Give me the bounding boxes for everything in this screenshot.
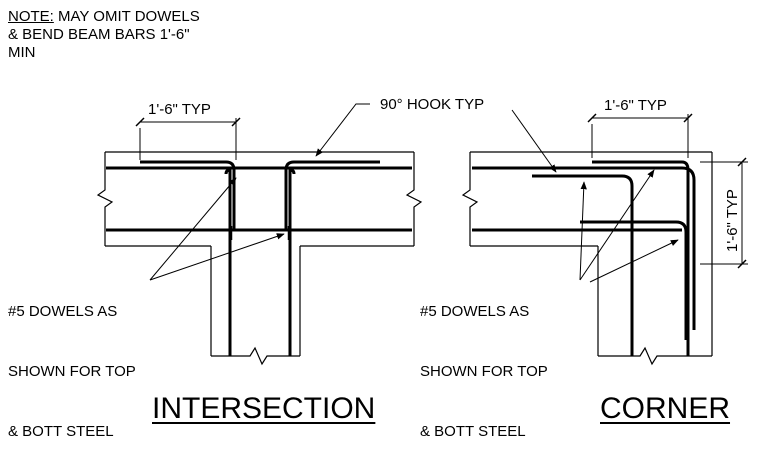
corner-beam-bars [472,166,696,330]
note-text-1: MAY OMIT DOWELS [58,8,200,25]
hook-label-text: 90° HOOK TYP [380,96,484,113]
intersection-callout-line-3: & BOTT STEEL [8,423,114,440]
corner-top-dimension-text: 1'-6" TYP [604,97,667,114]
intersection-callout-line-1: #5 DOWELS AS [8,303,118,320]
note-text-2: & BEND BEAM BARS 1'-6" [8,26,190,43]
note-label: NOTE: [8,8,54,25]
rebar-detail-drawing: 1'-6" TYP 90° HOOK TYP [96,96,748,366]
intersection-beam-bars [106,166,412,232]
note-line-1: NOTE: MAY OMIT DOWELS [8,8,200,26]
corner-top-dimension [587,113,693,158]
intersection-dowel-leaders [149,177,285,281]
note-text-3: MIN [8,44,36,61]
corner-callout-line-2: SHOWN FOR TOP [420,363,548,380]
corner-detail: 1'-6" TYP 1'-6" TYP [461,97,748,366]
corner-title: CORNER [600,392,731,425]
general-note: NOTE: MAY OMIT DOWELS & BEND BEAM BARS 1… [8,8,200,62]
corner-dowel-leaders [579,169,679,283]
corner-side-dimension-text: 1'-6" TYP [724,189,741,252]
intersection-dowel-callout: #5 DOWELS AS SHOWN FOR TOP & BOTT STEEL [8,262,136,462]
intersection-dimension [135,117,241,160]
intersection-detail: 1'-6" TYP 90° HOOK TYP [96,96,484,366]
intersection-column-bars [224,168,296,356]
intersection-bottom-dowels [229,226,291,240]
corner-callout-line-1: #5 DOWELS AS [420,303,530,320]
corner-top-dowel [532,160,690,356]
intersection-dimension-text: 1'-6" TYP [148,101,211,118]
intersection-title: INTERSECTION [152,392,376,425]
corner-bottom-dowel [580,220,688,340]
intersection-callout-line-2: SHOWN FOR TOP [8,363,136,380]
corner-hook-leader [511,109,557,173]
hook-label-leader [315,103,370,157]
corner-side-dimension [700,157,748,269]
intersection-concrete-outline [96,151,423,366]
corner-dowel-callout: #5 DOWELS AS SHOWN FOR TOP & BOTT STEEL [420,262,548,462]
corner-callout-line-3: & BOTT STEEL [420,423,526,440]
intersection-top-dowels [140,160,380,230]
